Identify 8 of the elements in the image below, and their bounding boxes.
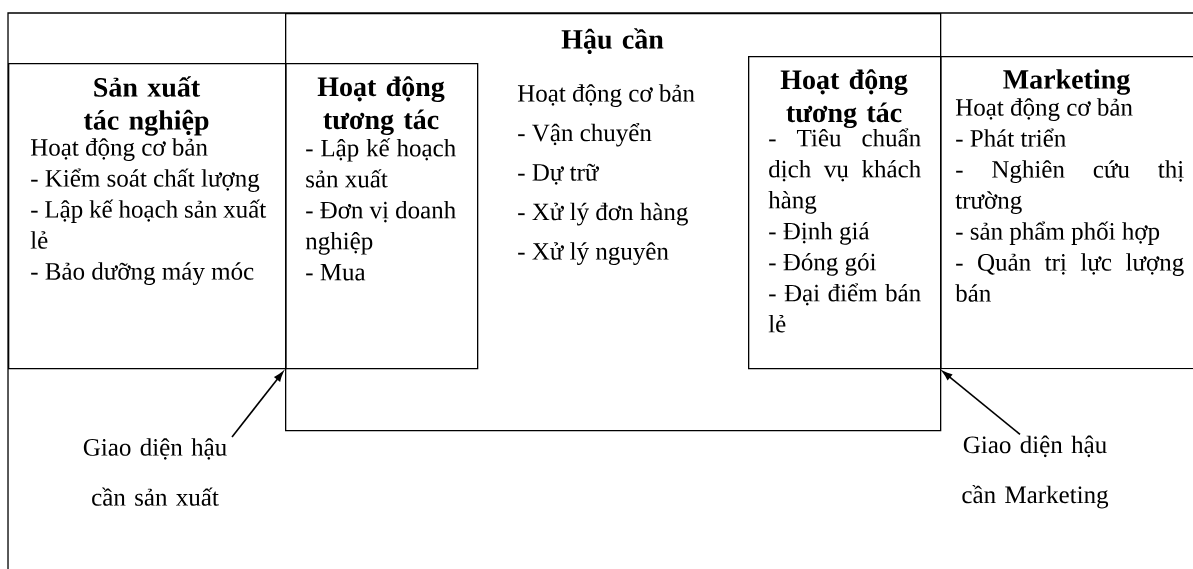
arrow [942,371,1021,436]
activity-box: Marketing Hoạt động cơ bản - Phát triển - Nghiên cứu thị trường - sản phẩm phối hợp - Quản trị lực lượng bán [940,56,1193,370]
activity-box: Sản xuất tác nghiệp Hoạt động cơ bản - Kiểm soát chất lượng - Lập kế hoạch sản xuất lẻ - Bảo dưỡng máy móc [8,63,287,370]
activity-box: Hoạt động tương tác - Tiêu chuẩn dịch vụ khách hàng - Định giá - Đóng gói - Đại điểm bán lẻ [748,56,942,370]
arrow [231,371,284,438]
interface-label: Giao diện hậu cần sản xuất [83,438,227,506]
interface-label: Giao diện hậu cần Marketing [962,435,1109,509]
activity-box: Hoạt động tương tác - Lập kế hoạch sản xuất - Đơn vị doanh nghiệp - Mua [285,63,479,370]
